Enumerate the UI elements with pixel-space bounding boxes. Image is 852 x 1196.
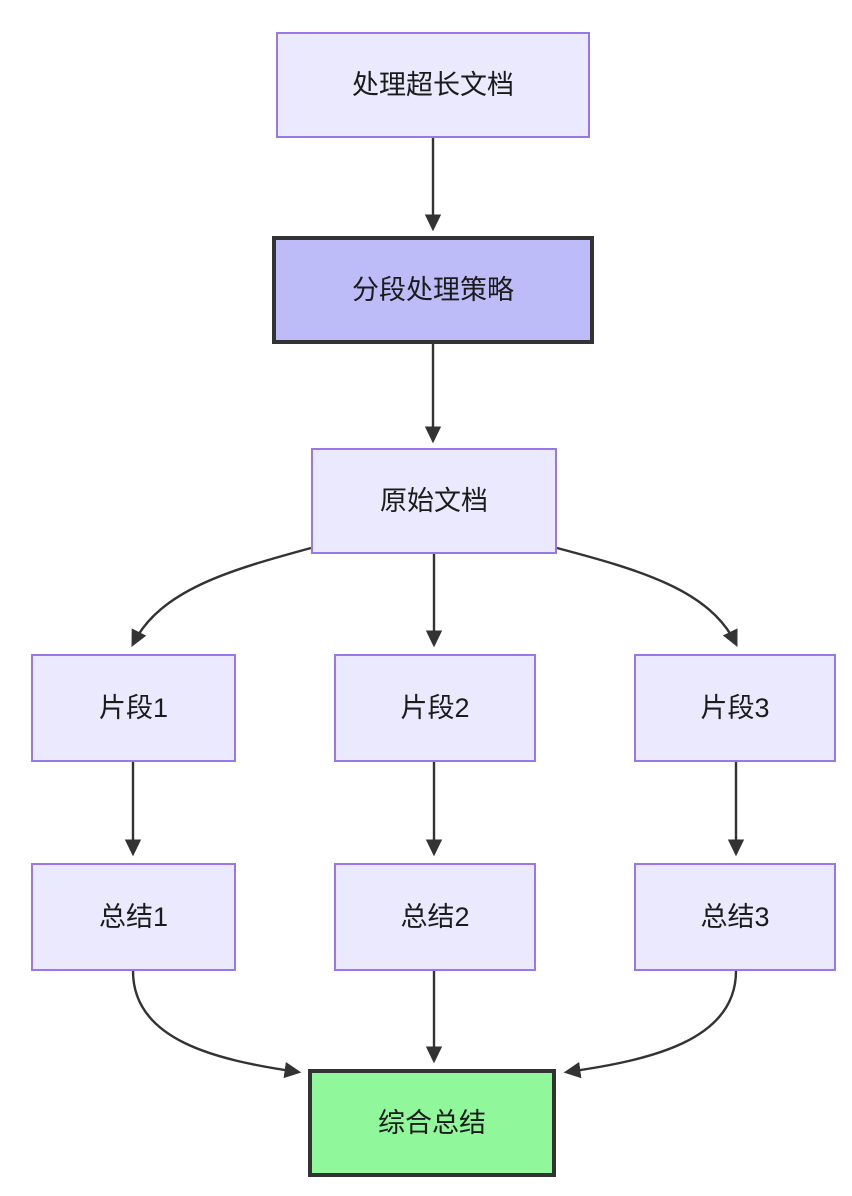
- node-n8[interactable]: 总结2: [334, 863, 536, 971]
- node-n10[interactable]: 综合总结: [308, 1069, 556, 1177]
- edge-n9-to-n10: [563, 970, 738, 1079]
- edge-n3-to-n4: [131, 546, 312, 648]
- node-n6[interactable]: 片段3: [634, 654, 836, 762]
- node-label-n2: 分段处理策略: [352, 274, 514, 305]
- node-n4[interactable]: 片段1: [31, 654, 236, 762]
- node-label-n10: 综合总结: [378, 1107, 486, 1138]
- node-n9[interactable]: 总结3: [634, 863, 836, 971]
- node-label-n7: 总结1: [98, 901, 169, 932]
- node-n3[interactable]: 原始文档: [311, 448, 557, 554]
- node-n2[interactable]: 分段处理策略: [272, 236, 594, 344]
- node-label-n4: 片段1: [98, 692, 169, 723]
- node-label-n9: 总结3: [700, 901, 770, 932]
- node-label-n1: 处理超长文档: [352, 69, 514, 100]
- node-label-n6: 片段3: [700, 692, 770, 723]
- node-n1[interactable]: 处理超长文档: [276, 32, 590, 138]
- node-label-n8: 总结2: [400, 901, 470, 932]
- node-label-n5: 片段2: [400, 692, 470, 723]
- node-label-n3: 原始文档: [380, 485, 488, 516]
- node-n5[interactable]: 片段2: [334, 654, 536, 762]
- edge-n3-to-n6: [556, 546, 738, 648]
- edge-n7-to-n10: [131, 970, 302, 1079]
- node-n7[interactable]: 总结1: [31, 863, 236, 971]
